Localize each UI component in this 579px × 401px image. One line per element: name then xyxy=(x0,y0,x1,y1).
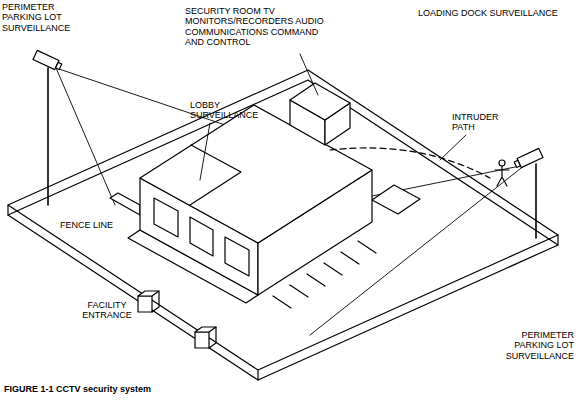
leader-line xyxy=(440,135,466,160)
parking-stripe xyxy=(358,241,376,253)
camera-lens xyxy=(56,62,62,69)
leader-line xyxy=(300,54,318,95)
entrance-post xyxy=(138,296,152,312)
callout-label: FENCE LINE xyxy=(60,220,113,230)
camera-pole xyxy=(535,164,537,238)
callout-label: FACILITY ENTRANCE xyxy=(78,300,136,321)
camera-body xyxy=(517,148,543,167)
loading-dock xyxy=(372,185,420,214)
callout-label: SECURITY ROOM TV MONITORS/RECORDERS AUDI… xyxy=(185,6,335,47)
callout-label: LOBBY SURVEILLANCE xyxy=(190,100,270,121)
camera-lens xyxy=(514,160,520,167)
camera-body xyxy=(33,50,59,69)
callout-label: LOADING DOCK SURVEILLANCE xyxy=(418,8,558,18)
entrance-post xyxy=(138,291,159,296)
parking-stripe xyxy=(290,285,308,297)
camera-view-line xyxy=(56,68,240,130)
callout-label: INTRUDER PATH xyxy=(452,112,512,133)
fence-post xyxy=(7,205,8,215)
entrance-post xyxy=(195,332,209,348)
fence-rail xyxy=(8,70,558,370)
security-room xyxy=(290,83,350,120)
figure-caption: FIGURE 1-1 CCTV security system xyxy=(4,384,151,394)
fence-base xyxy=(8,80,558,380)
leader-line xyxy=(200,123,210,180)
entrance-post xyxy=(209,327,216,348)
window xyxy=(225,237,249,276)
parking-stripe xyxy=(341,252,359,264)
window xyxy=(190,217,213,256)
parking-stripe xyxy=(307,274,325,286)
parking-stripe xyxy=(324,263,342,275)
callout-label: PERIMETER PARKING LOT SURVEILLANCE xyxy=(494,330,574,361)
camera xyxy=(33,50,63,71)
camera xyxy=(513,148,543,169)
window xyxy=(154,198,178,237)
intruder-figure xyxy=(499,160,505,166)
camera-view-line xyxy=(56,68,115,205)
parking-stripe xyxy=(273,296,291,308)
lobby-partition xyxy=(190,145,241,205)
fence-post xyxy=(557,235,558,245)
intruder-path xyxy=(330,148,490,178)
camera-pole xyxy=(47,68,49,205)
intruder-figure xyxy=(495,166,509,186)
fence-post xyxy=(257,370,258,380)
walkway xyxy=(110,193,140,215)
entrance-post xyxy=(195,327,216,332)
entrance-post xyxy=(152,291,159,312)
callout-label: PERIMETER PARKING LOT SURVEILLANCE xyxy=(2,2,82,33)
